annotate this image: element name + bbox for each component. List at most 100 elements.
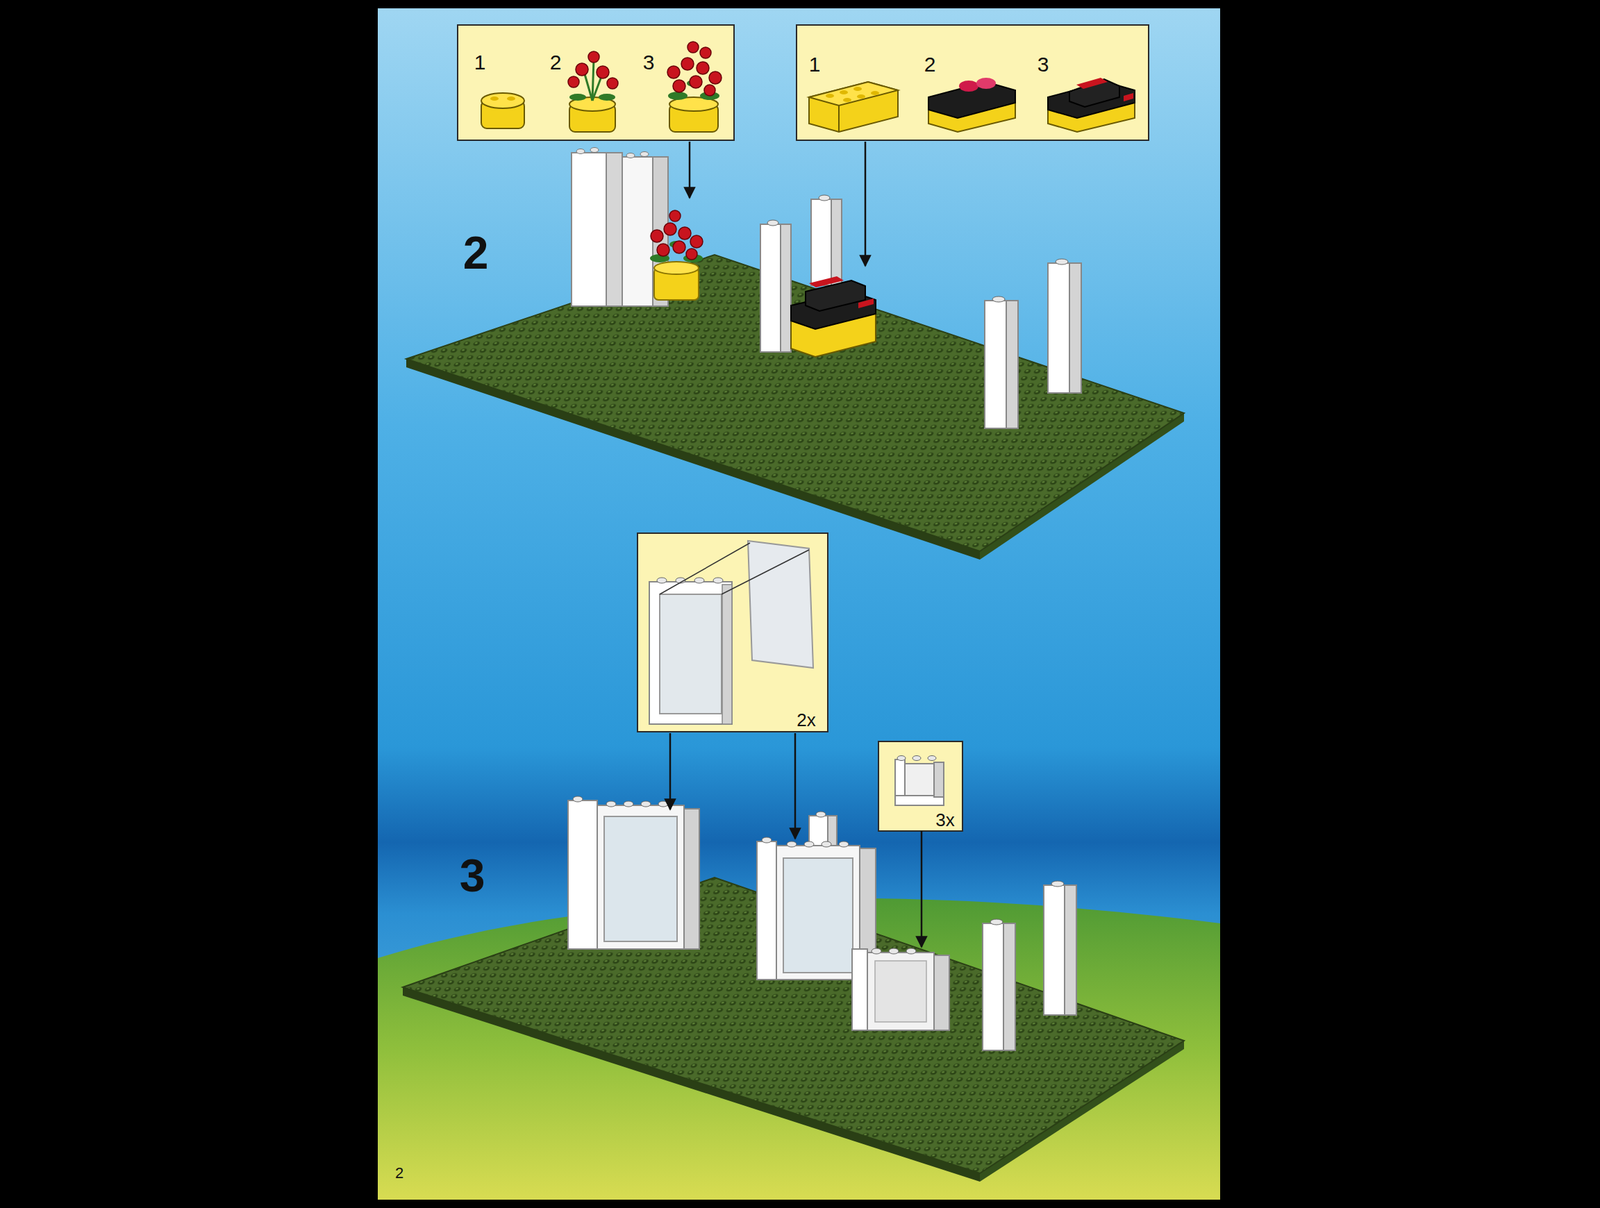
window-wall <box>658 801 669 807</box>
pillar <box>1006 300 1019 429</box>
stove-brick <box>1047 77 1135 132</box>
stove-brick <box>1069 79 1120 107</box>
pointer-arrow <box>920 831 923 948</box>
flower-pot <box>598 93 616 101</box>
flower-pot <box>583 69 593 101</box>
flower-pot <box>686 248 698 260</box>
panel-piece <box>895 795 944 806</box>
yellow-brick <box>853 86 862 91</box>
flower-pot <box>669 97 719 112</box>
flower-pot <box>568 51 619 132</box>
panel-piece <box>871 948 882 955</box>
flower-pot <box>686 79 701 87</box>
flower-pot <box>667 41 722 132</box>
pillar <box>1051 881 1064 887</box>
window-wall <box>568 796 700 950</box>
window-frame <box>694 577 705 584</box>
panel-piece <box>904 763 935 796</box>
window-wall <box>640 801 651 807</box>
flower-pot <box>681 57 694 71</box>
panel-piece <box>852 948 950 1031</box>
round-brick <box>490 96 499 101</box>
page-background <box>377 8 1221 1200</box>
pointer-arrow <box>794 733 797 839</box>
pillar <box>1003 923 1016 1051</box>
panel-piece <box>852 949 868 1031</box>
flower-pot <box>650 210 703 300</box>
flower-pot <box>569 93 587 101</box>
pillar <box>767 220 779 226</box>
callout-box: 3x <box>877 740 964 832</box>
flower-pot <box>569 104 616 132</box>
page-background <box>377 8 1221 1200</box>
window-frame <box>656 577 723 584</box>
pointer-arrow <box>670 141 922 948</box>
flower-pot <box>668 79 720 100</box>
callout-number: 3 <box>1037 54 1050 75</box>
window-wall <box>572 796 583 803</box>
pillar <box>1043 885 1065 1016</box>
yellow-brick <box>825 93 835 98</box>
pillar <box>1047 263 1070 394</box>
flower-pot <box>690 235 703 248</box>
flower-pot <box>709 71 722 85</box>
stove-brick <box>1047 94 1135 132</box>
stove-brick <box>858 298 874 309</box>
window-frame <box>675 577 686 584</box>
yellow-brick <box>809 81 898 132</box>
round-brick <box>481 93 525 129</box>
flower-pot <box>678 227 691 240</box>
panel-piece <box>897 756 906 762</box>
window-wall <box>776 845 860 980</box>
round-brick <box>481 93 525 109</box>
flower-pot <box>696 61 710 75</box>
window-wall <box>786 841 797 848</box>
callout-number: 3 <box>643 52 655 73</box>
pillar <box>818 195 830 201</box>
pillar <box>811 199 832 286</box>
flower-pot <box>667 41 722 96</box>
baseplate <box>406 254 1185 560</box>
flower-pot <box>669 104 719 132</box>
flower-pot <box>592 72 603 101</box>
window-wall <box>684 809 700 950</box>
callout-box: 123 <box>456 24 735 141</box>
step-number: 2 <box>463 226 489 280</box>
panel-piece <box>934 762 944 798</box>
text-slot: 3x <box>935 811 955 830</box>
pointer-arrow <box>864 141 867 266</box>
pillar <box>1064 885 1077 1016</box>
pillar <box>992 296 1005 303</box>
panel-piece <box>934 955 950 1031</box>
flower-pot <box>672 79 686 93</box>
window-wall <box>568 800 598 950</box>
pillar <box>982 923 1004 1051</box>
pillar <box>1055 259 1069 265</box>
window-frame <box>649 581 732 725</box>
wall-panel <box>622 156 653 307</box>
flower-pot <box>569 93 616 101</box>
flower-pot <box>700 91 720 100</box>
pillar <box>831 199 842 286</box>
pillar <box>984 300 1007 429</box>
round-brick <box>506 96 516 101</box>
yellow-brick <box>838 105 840 132</box>
pillar <box>982 881 1077 1051</box>
stove-brick <box>928 81 1016 119</box>
stove-brick <box>1076 77 1108 89</box>
pillar <box>1069 263 1082 394</box>
text-slot: 1 <box>474 52 487 73</box>
pointer-arrow <box>669 733 672 810</box>
stove-brick <box>790 276 876 357</box>
flower-pot <box>667 65 680 79</box>
yellow-brick <box>870 90 880 96</box>
panel-piece <box>895 756 944 807</box>
baseplate <box>406 254 1185 552</box>
panel-piece <box>895 759 905 806</box>
pillar <box>760 224 781 353</box>
text-slot: 3 <box>1037 54 1050 75</box>
text-slot: 2 <box>924 54 937 75</box>
flower-pot <box>689 75 703 89</box>
window-frame <box>722 584 732 725</box>
window-frame <box>713 577 723 584</box>
